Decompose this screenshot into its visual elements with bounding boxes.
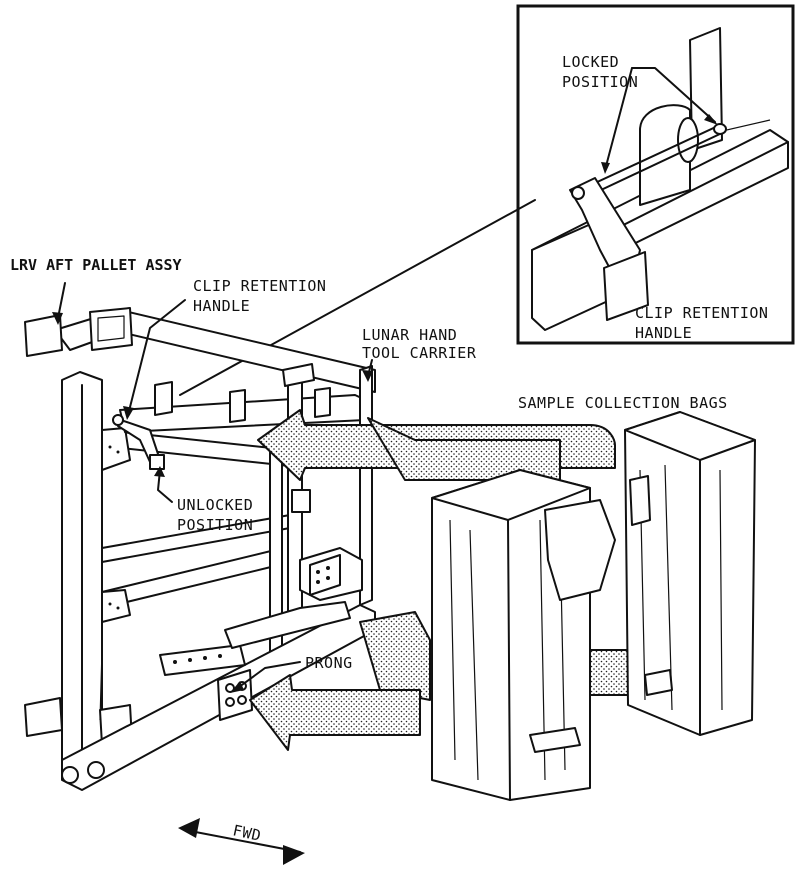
lunar-hand-tool-carrier-label-line2: TOOL CARRIER <box>362 344 477 362</box>
inset-clip-retention-label-line2: HANDLE <box>635 324 692 342</box>
clip-retention-handle-label-line2: HANDLE <box>193 297 250 315</box>
lrv-aft-pallet-label: LRV AFT PALLET ASSY <box>10 256 182 274</box>
lower-arrow <box>249 674 421 751</box>
inset-detail <box>516 4 795 345</box>
double-headed-arrow-icon <box>178 818 305 865</box>
prong-label: PRONG <box>305 654 353 672</box>
sample-collection-bags-label: SAMPLE COLLECTION BAGS <box>518 394 728 412</box>
tool-carrier <box>112 363 373 721</box>
bag-arrows <box>249 409 636 751</box>
unlocked-position-label-line2: POSITION <box>177 516 253 534</box>
inset-pointer-line <box>179 199 536 396</box>
unlocked-position-label-line1: UNLOCKED <box>177 496 253 514</box>
clip-retention-handle-label-line1: CLIP RETENTION <box>193 277 326 295</box>
locked-position-label-line2: POSITION <box>562 73 638 91</box>
inset-clip-retention-label-line1: CLIP RETENTION <box>635 304 768 322</box>
leader-lines <box>52 282 373 693</box>
locked-position-label-line1: LOCKED <box>562 53 619 71</box>
inset-upright <box>689 27 723 151</box>
sample-bag-front <box>431 469 616 801</box>
lunar-hand-tool-carrier-label-line1: LUNAR HAND <box>362 326 457 344</box>
inset-handle-tab <box>603 251 649 321</box>
sample-bag-rear <box>624 411 756 736</box>
lower-arrow-left <box>359 611 431 701</box>
fwd-label: FWD <box>231 821 263 845</box>
inset-housing <box>639 104 691 206</box>
